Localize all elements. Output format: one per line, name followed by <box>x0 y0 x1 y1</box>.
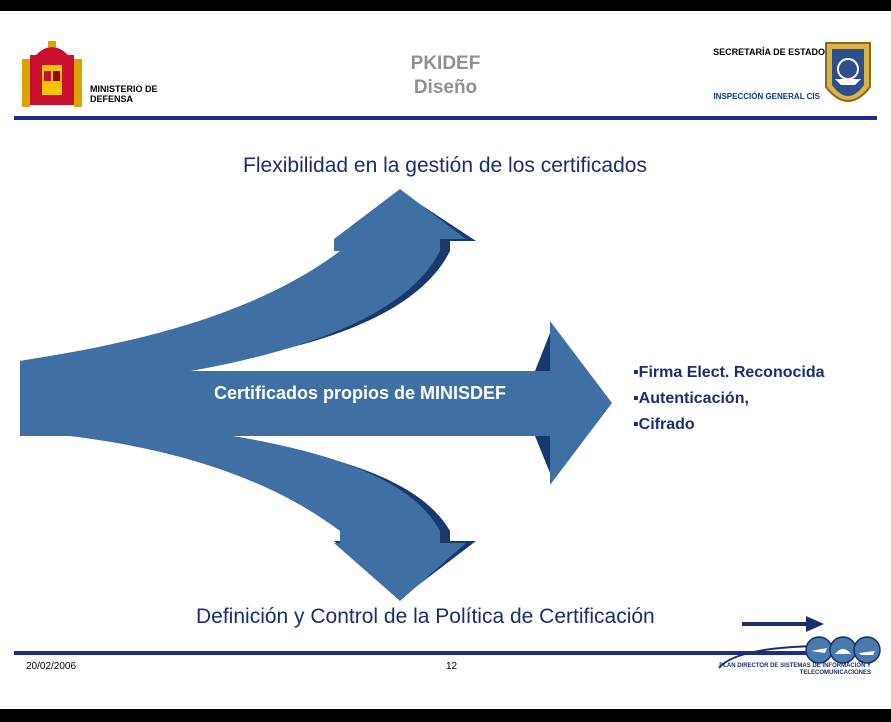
plan-director-label: PLAN DIRECTOR DE SISTEMAS DE INFORMACIÓN… <box>719 663 871 676</box>
footer-rule <box>14 651 877 655</box>
footer-date: 20/02/2006 <box>26 661 77 672</box>
slide-subtitle: Diseño <box>413 77 478 98</box>
bottom-arrow-label: Definición y Control de la Política de C… <box>196 605 655 628</box>
center-arrow <box>20 321 612 485</box>
plan-director-logo-icon <box>718 636 881 669</box>
small-right-arrow-icon <box>742 616 824 632</box>
slide-title: PKIDEF <box>410 53 481 74</box>
bullet-list: ▪Firma Elect. Reconocida ▪Autenticación,… <box>633 360 825 438</box>
coat-of-arms-icon <box>22 41 82 107</box>
upward-arrow <box>20 189 466 391</box>
bullet-item: ▪Firma Elect. Reconocida <box>633 364 825 381</box>
inspeccion-label: INSPECCIÓN GENERAL CIS <box>713 92 820 101</box>
center-arrow-label: Certificados propios de MINISDEF <box>213 383 507 403</box>
slide: MINISTERIO DE DEFENSA PKIDEF Diseño SECR… <box>0 11 891 709</box>
ministerio-label: MINISTERIO DE DEFENSA <box>90 84 158 104</box>
secretaria-label: SECRETARÍA DE ESTADO <box>713 47 825 57</box>
bullet-item: ▪Autenticación, <box>633 390 749 407</box>
top-arrow-label: Flexibilidad en la gestión de los certif… <box>243 154 647 177</box>
bullet-item: ▪Cifrado <box>633 416 695 433</box>
downward-arrow <box>20 416 466 601</box>
inspeccion-badge-icon <box>825 42 871 102</box>
page-number: 12 <box>446 661 458 672</box>
arrows-diagram <box>20 189 824 632</box>
header-rule <box>14 116 877 120</box>
